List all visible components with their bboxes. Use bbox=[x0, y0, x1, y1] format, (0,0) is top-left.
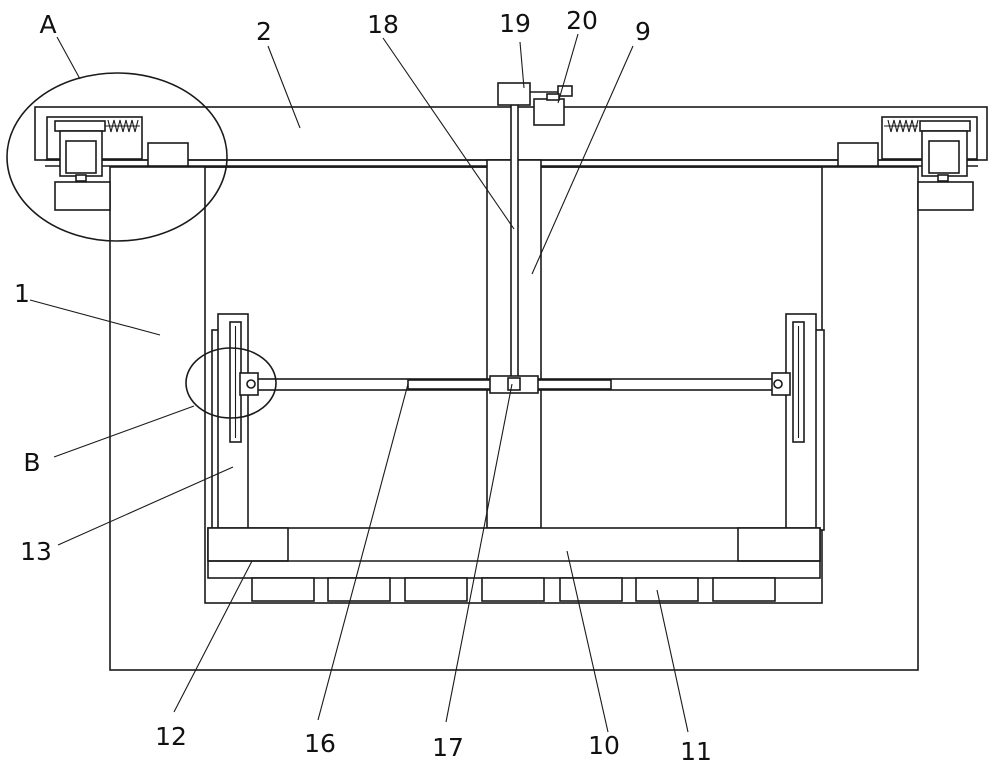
motor-bracket bbox=[557, 85, 573, 97]
callout-20: 20 bbox=[566, 6, 598, 35]
feet-row bbox=[251, 577, 776, 602]
callout-2: 2 bbox=[256, 17, 272, 46]
right-clamp-assembly bbox=[837, 116, 978, 211]
screw-rod bbox=[510, 93, 519, 385]
detail-circle-b bbox=[185, 347, 277, 419]
detail-circle-a bbox=[6, 72, 228, 242]
callout-11: 11 bbox=[680, 737, 712, 766]
controller-cap bbox=[546, 93, 560, 101]
callout-10: 10 bbox=[588, 731, 620, 760]
callout-18: 18 bbox=[367, 10, 399, 39]
leader-lines bbox=[29, 33, 689, 733]
callout-a: A bbox=[39, 10, 56, 39]
controller-box bbox=[533, 98, 565, 126]
right-corner-block bbox=[737, 527, 821, 562]
bottom-plate bbox=[207, 527, 821, 579]
callout-13: 13 bbox=[20, 537, 52, 566]
right-side-guide bbox=[771, 313, 825, 551]
motor bbox=[497, 82, 531, 106]
callout-b: B bbox=[23, 448, 40, 477]
callout-12: 12 bbox=[155, 722, 187, 751]
callout-17: 17 bbox=[432, 733, 464, 762]
callout-1: 1 bbox=[14, 279, 30, 308]
slider-nut bbox=[507, 377, 521, 391]
left-clamp-assembly bbox=[46, 116, 189, 211]
callout-19: 19 bbox=[499, 9, 531, 38]
callout-9: 9 bbox=[635, 17, 651, 46]
left-corner-block bbox=[207, 527, 289, 562]
left-side-guide bbox=[211, 313, 259, 551]
callout-16: 16 bbox=[304, 729, 336, 758]
